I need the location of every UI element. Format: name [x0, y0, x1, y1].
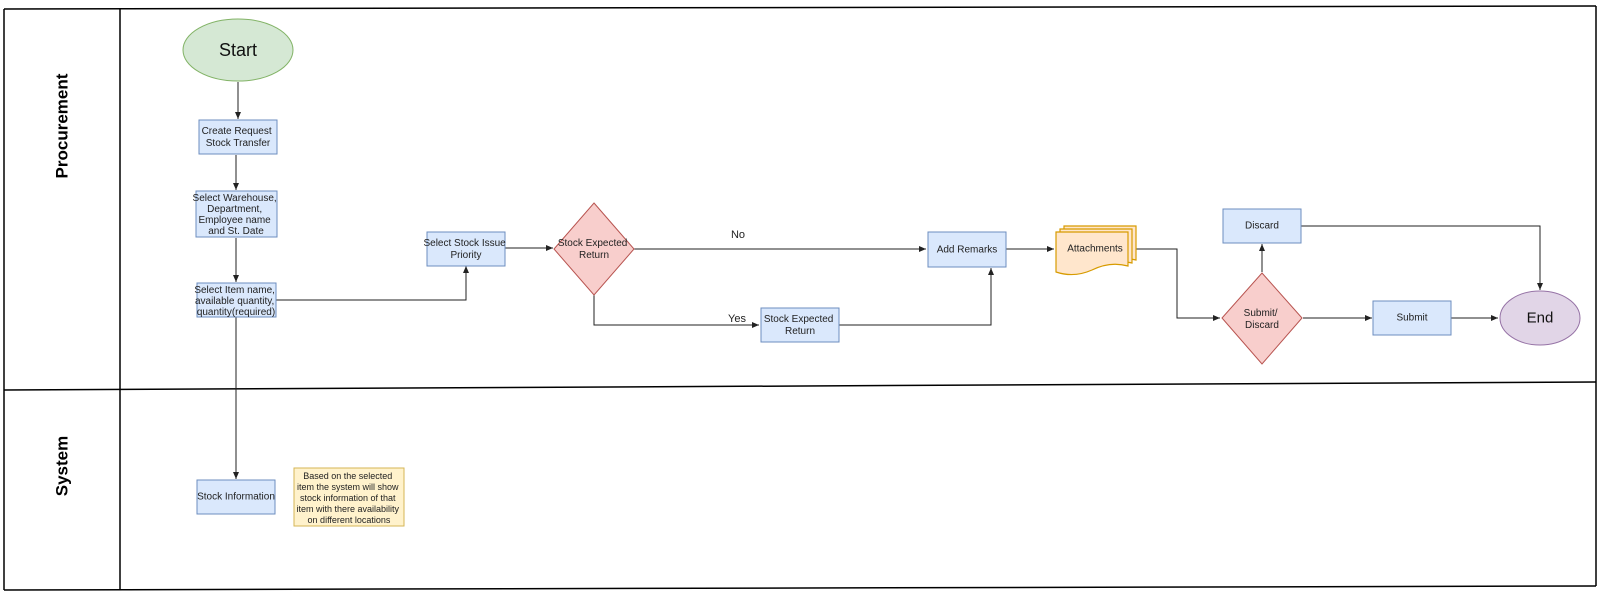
- add-remarks-node[interactable]: Add Remarks: [927, 231, 1007, 268]
- select-item-label: Select Item name, available quantity, qu…: [194, 285, 277, 318]
- select-priority-node[interactable]: Select Stock Issue Priority: [423, 231, 508, 267]
- edges: [233, 82, 1543, 479]
- stock-expected-return-label: Stock Expected Return: [764, 314, 836, 337]
- end-label: End: [1527, 310, 1554, 327]
- lane-header-procurement: Procurement: [52, 73, 71, 178]
- attachments-label: Attachments: [1067, 244, 1123, 255]
- stock-information-node[interactable]: Stock Information: [196, 479, 276, 515]
- edge-discard-to-end: [1301, 225, 1543, 290]
- lane-header-system: System: [52, 436, 71, 496]
- decision-submit-label: Submit/ Discard: [1244, 308, 1281, 331]
- add-remarks-label: Add Remarks: [937, 245, 998, 256]
- start-node[interactable]: Start: [182, 18, 294, 82]
- edge-label-yes: Yes: [728, 313, 746, 325]
- edge-item-to-priority: [275, 266, 469, 301]
- decision-submit-node[interactable]: Submit/ Discard: [1221, 272, 1303, 365]
- edge-attachments-to-decision: [1136, 248, 1220, 321]
- submit-label: Submit: [1396, 313, 1427, 324]
- select-warehouse-label: Select Warehouse, Department, Employee n…: [193, 193, 280, 237]
- end-node[interactable]: End: [1499, 290, 1581, 346]
- stock-information-label: Stock Information: [197, 492, 275, 503]
- swimlane-frame: [3, 5, 1597, 591]
- lane-title-system: System: [52, 436, 71, 496]
- create-request-node[interactable]: Create Request Stock Transfer: [198, 119, 278, 155]
- system-note-text: Based on the selected item the system wi…: [296, 471, 401, 525]
- discard-node[interactable]: Discard: [1222, 208, 1302, 244]
- select-priority-label: Select Stock Issue Priority: [423, 238, 508, 261]
- attachments-node[interactable]: Attachments: [1055, 225, 1137, 276]
- stock-expected-return-node[interactable]: Stock Expected Return: [760, 307, 840, 343]
- create-request-label: Create Request Stock Transfer: [202, 126, 275, 149]
- system-note: Based on the selected item the system wi…: [293, 467, 405, 527]
- select-item-node[interactable]: Select Item name, available quantity, qu…: [194, 282, 277, 318]
- edge-decision-yes: [593, 295, 759, 328]
- discard-label: Discard: [1245, 221, 1279, 232]
- edge-label-no: No: [731, 229, 745, 241]
- decision-return-node[interactable]: Stock Expected Return: [553, 202, 635, 296]
- select-warehouse-node[interactable]: Select Warehouse, Department, Employee n…: [193, 190, 280, 238]
- start-label: Start: [219, 40, 257, 60]
- lane-title-procurement: Procurement: [52, 73, 71, 178]
- edge-return-to-remarks: [839, 268, 994, 326]
- submit-node[interactable]: Submit: [1372, 300, 1452, 336]
- decision-return-label: Stock Expected Return: [558, 238, 630, 261]
